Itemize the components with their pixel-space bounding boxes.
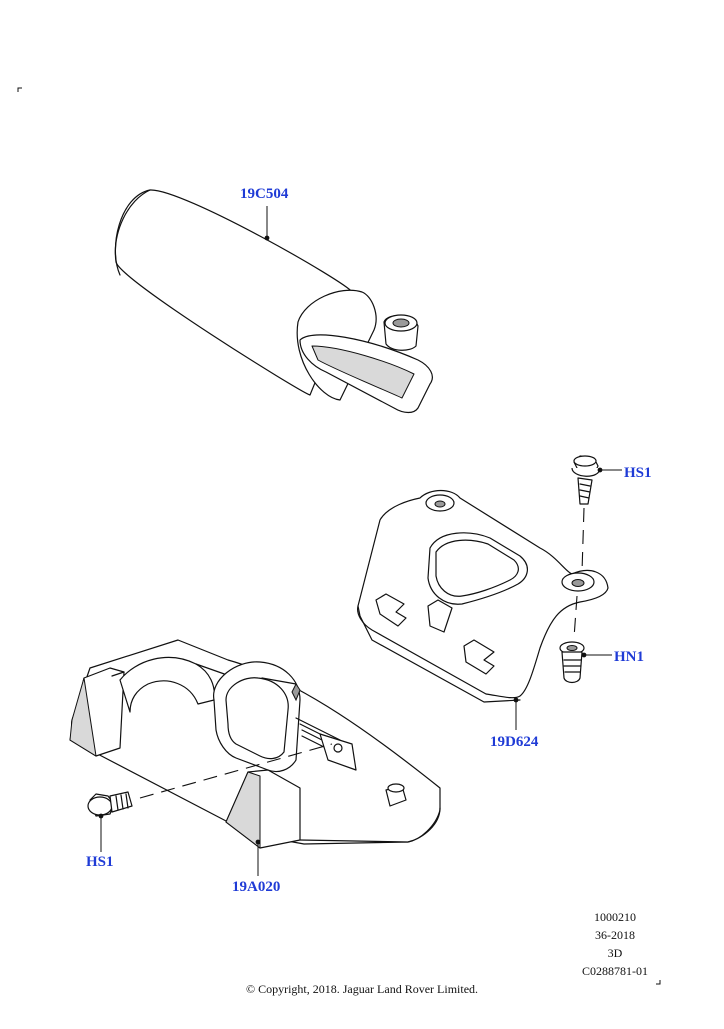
reference-view: 3D (607, 946, 623, 960)
part-19c504-shroud[interactable] (114, 189, 433, 414)
drawing-reference-block: 1000210 36-2018 3D C0288781-01 (560, 908, 670, 980)
reference-date: 36-2018 (595, 928, 635, 942)
assembly-line-hs1-upper (581, 507, 585, 573)
corner-mark-top-left (17, 87, 22, 92)
callout-19c504[interactable]: 19C504 (240, 186, 289, 202)
callout-hs1-lower[interactable]: HS1 (86, 854, 114, 870)
part-hn1-rivet-nut[interactable] (559, 641, 612, 684)
copyright-notice: © Copyright, 2018. Jaguar Land Rover Lim… (245, 982, 479, 996)
callout-hn1[interactable]: HN1 (614, 649, 644, 665)
reference-number: 1000210 (594, 910, 636, 924)
part-hs1-bolt-upper[interactable] (571, 455, 622, 505)
reference-code: C0288781-01 (582, 964, 648, 978)
corner-mark-bottom-right (656, 980, 661, 985)
callout-19d624[interactable]: 19D624 (490, 734, 539, 750)
part-19a020-housing[interactable] (69, 639, 441, 876)
assembly-line-hs1-lower (139, 743, 333, 799)
part-19d624-cover[interactable] (357, 489, 609, 731)
assembly-line-hn1 (573, 595, 578, 639)
part-hs1-bolt-lower[interactable] (87, 791, 133, 852)
callout-19a020[interactable]: 19A020 (232, 879, 281, 895)
callout-hs1-upper[interactable]: HS1 (624, 465, 652, 481)
